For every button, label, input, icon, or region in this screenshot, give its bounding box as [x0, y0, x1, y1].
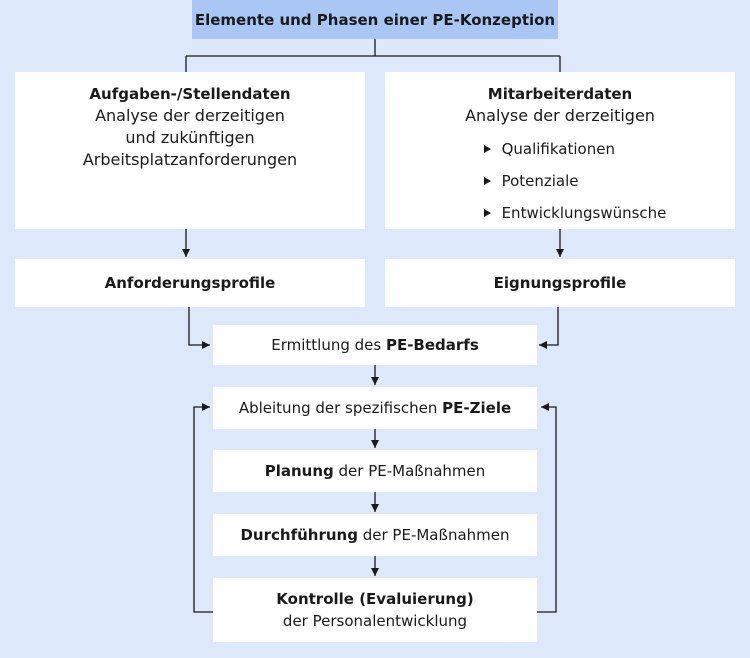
employee-data-heading: Mitarbeiterdaten: [487, 85, 633, 103]
triangle-bullet-icon: [483, 145, 491, 153]
pe-demand-box: Ermittlung des PE-Bedarfs: [213, 325, 537, 365]
pe-goals-bold: PE-Ziele: [442, 399, 512, 417]
pe-goals-box: Ableitung der spezifischen PE-Ziele: [213, 387, 537, 429]
pe-demand-bold: PE-Bedarfs: [385, 336, 479, 354]
execution-box: Durchführung der PE-Maßnahmen: [213, 514, 537, 556]
execution-bold: Durchführung: [240, 526, 358, 544]
planning-box: Planung der PE-Maßnahmen: [213, 450, 537, 492]
evaluation-box: Kontrolle (Evaluierung) der Personalentw…: [213, 578, 537, 642]
aptitude-profile-box: Eignungsprofile: [385, 259, 735, 307]
evaluation-line-1: Kontrolle (Evaluierung): [276, 590, 474, 608]
execution-suffix: der PE-Maßnahmen: [357, 526, 510, 544]
employee-data-box: Mitarbeiterdaten Analyse der derzeitigen…: [385, 72, 735, 229]
arrow-feedback-left: [193, 403, 213, 613]
planning-bold: Planung: [264, 462, 334, 480]
arrow-right-profile-to-bedarf: [539, 307, 559, 349]
diagram-title: Elemente und Phasen einer PE-Konzeption: [192, 0, 558, 39]
list-item: Qualifikationen: [483, 133, 667, 165]
employee-data-list: Qualifikationen Potenziale Entwicklungsw…: [483, 133, 667, 229]
arrow-left-profile-to-bedarf: [188, 307, 210, 349]
task-data-line-1: Analyse der derzeitigen: [95, 106, 285, 125]
task-data-heading: Aufgaben-/Stellendaten: [89, 85, 291, 103]
requirements-profile-box: Anforderungsprofile: [15, 259, 365, 307]
employee-data-subheading: Analyse der derzeitigen: [465, 106, 655, 125]
task-data-line-3: Arbeitsplatzanforderungen: [82, 150, 298, 169]
evaluation-line-2: der Personalentwicklung: [282, 612, 468, 630]
task-data-line-2: und zukünftigen: [125, 128, 255, 147]
triangle-bullet-icon: [483, 209, 491, 217]
list-item: Entwicklungswünsche: [483, 197, 666, 229]
connector-title-branch: [185, 39, 561, 72]
pe-demand-prefix: Ermittlung des: [271, 336, 386, 354]
triangle-bullet-icon: [483, 177, 491, 185]
planning-suffix: der PE-Maßnahmen: [333, 462, 486, 480]
list-item: Potenziale: [483, 165, 667, 197]
arrow-feedback-right: [537, 403, 557, 613]
task-data-box: Aufgaben-/Stellendaten Analyse der derze…: [15, 72, 365, 229]
pe-goals-prefix: Ableitung der spezifischen: [238, 399, 443, 417]
